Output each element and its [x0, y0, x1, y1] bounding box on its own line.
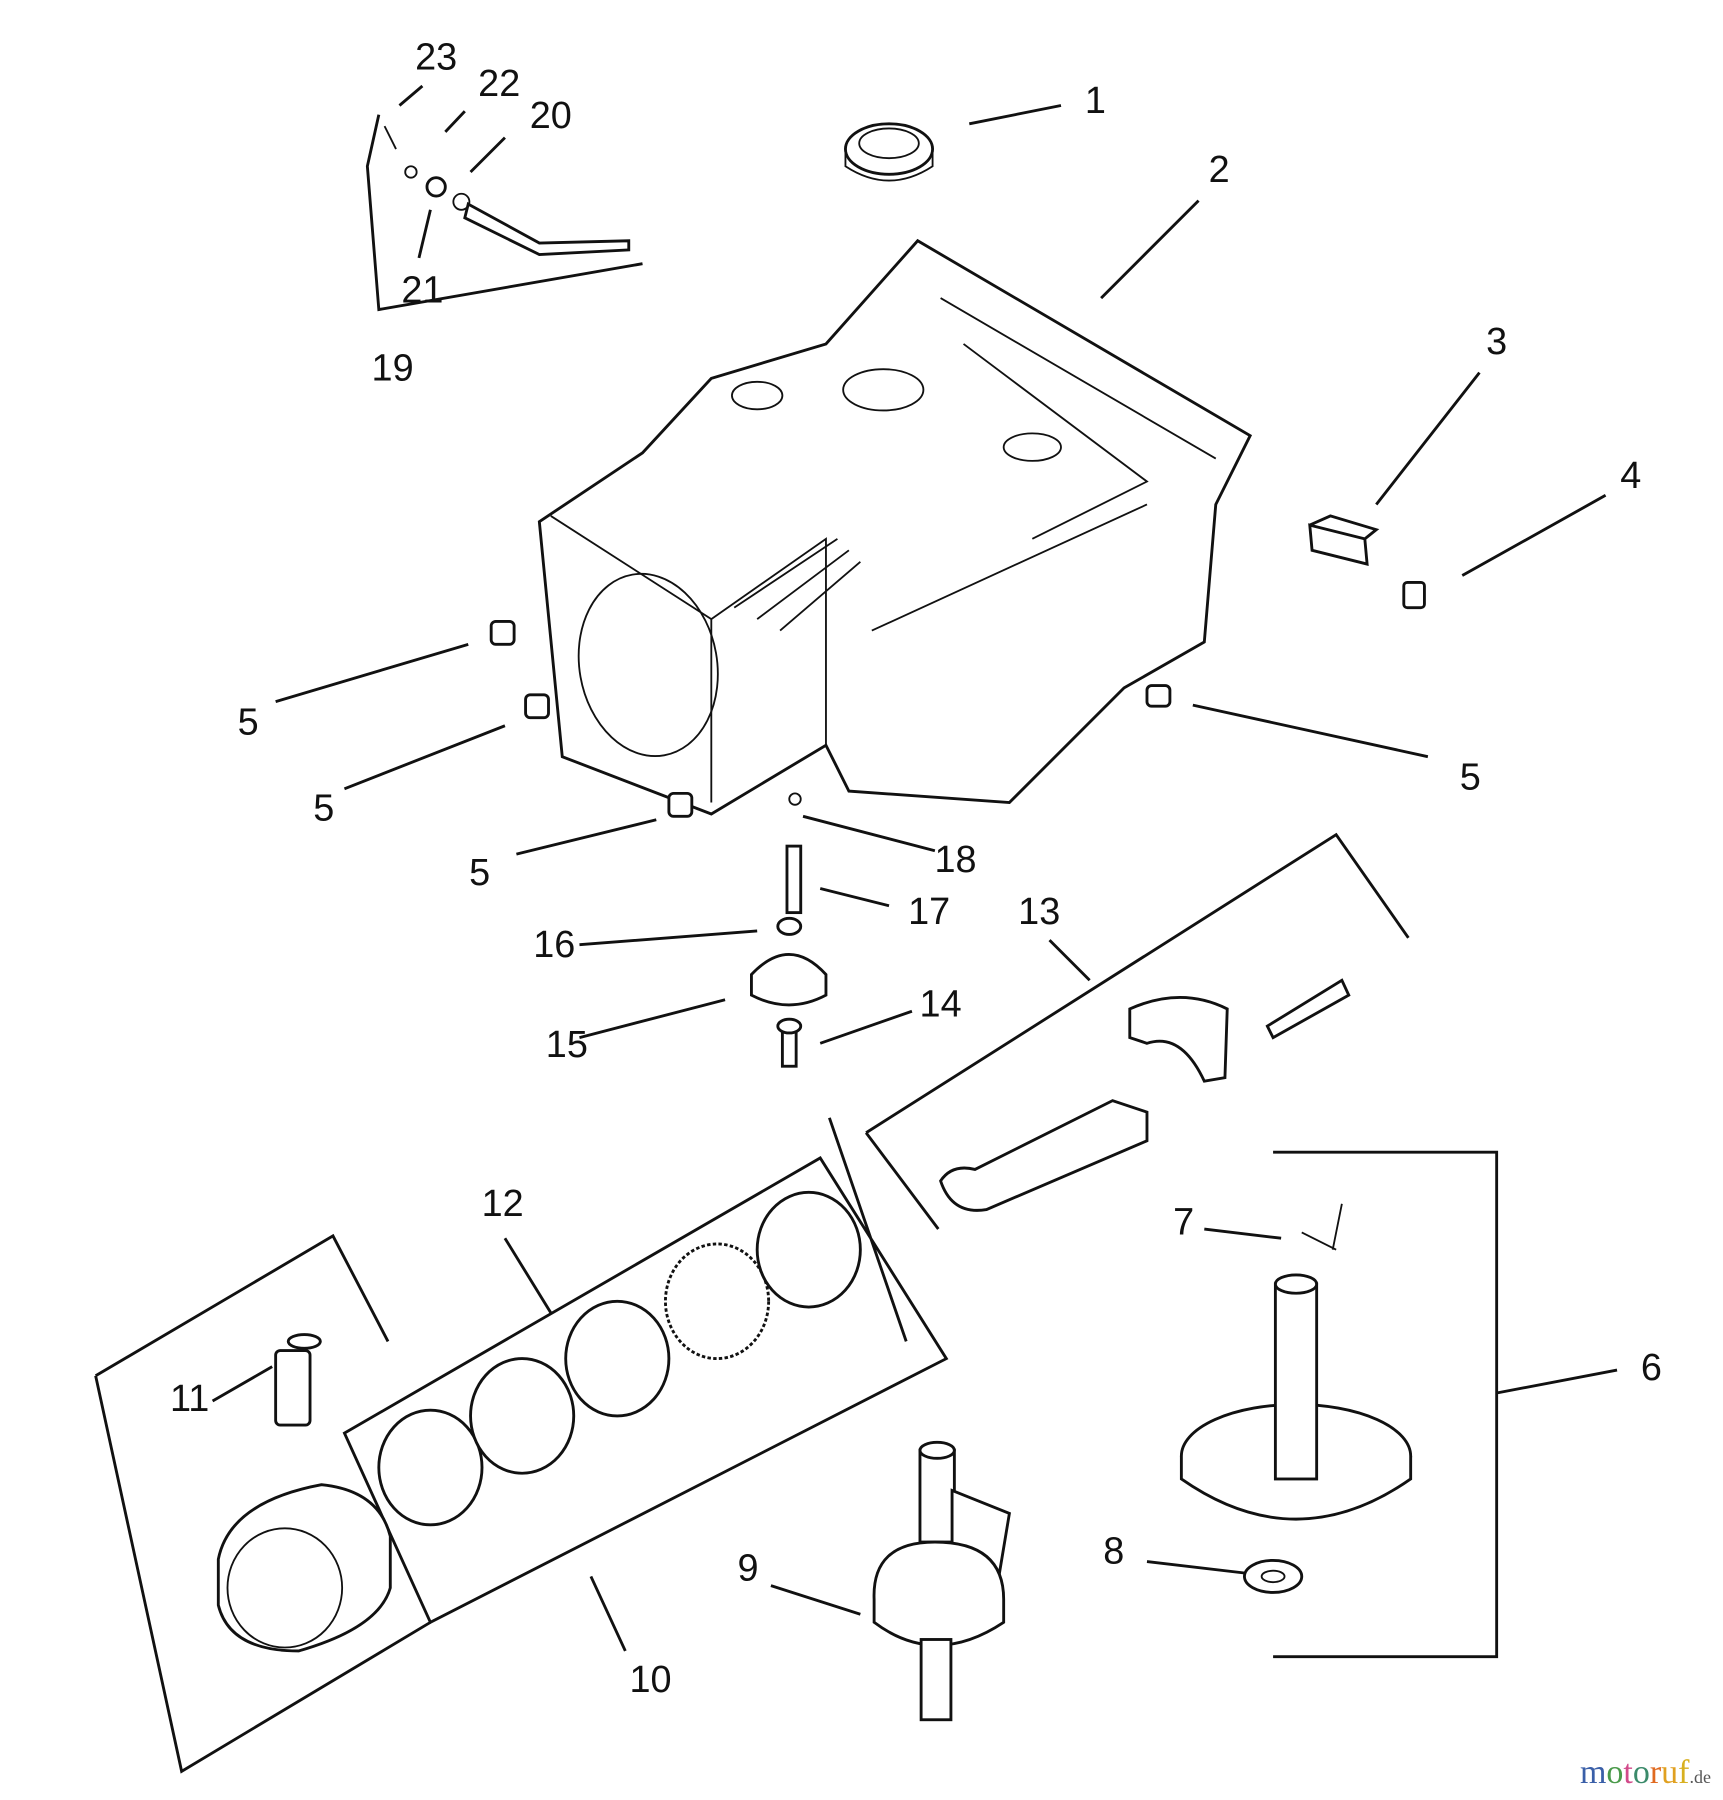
- callout-5: 5: [238, 702, 259, 744]
- callout-5: 5: [1460, 757, 1481, 799]
- camshaft-group: [1179, 1150, 1618, 1659]
- callout-labels: 23 22 20 21 19 1 2 3 4 5 5 5 5 18 17 16 …: [170, 37, 1662, 1701]
- connecting-rod-group: [864, 832, 1410, 1230]
- callout-8: 8: [1103, 1531, 1124, 1573]
- screw: [1402, 580, 1426, 610]
- callout-17: 17: [908, 891, 950, 933]
- callout-21: 21: [401, 269, 443, 311]
- callout-5: 5: [469, 852, 490, 894]
- callout-22: 22: [478, 63, 520, 105]
- callout-13: 13: [1018, 891, 1060, 933]
- callout-11: 11: [170, 1378, 209, 1420]
- piston-ring-set: [342, 1117, 949, 1625]
- callout-15: 15: [546, 1024, 588, 1066]
- callout-19: 19: [372, 347, 414, 389]
- callout-20: 20: [530, 95, 572, 137]
- callout-6: 6: [1641, 1347, 1662, 1389]
- callout-5: 5: [313, 788, 334, 830]
- callout-2: 2: [1209, 149, 1230, 191]
- oil-seal: [844, 122, 935, 182]
- piston-group: [94, 1233, 432, 1774]
- callout-12: 12: [482, 1183, 524, 1225]
- callout-14: 14: [920, 984, 962, 1026]
- callout-1: 1: [1085, 80, 1106, 122]
- callout-7: 7: [1173, 1201, 1194, 1243]
- callout-16: 16: [533, 924, 575, 966]
- dowel-pins: [489, 619, 1172, 818]
- crankshaft: [872, 1440, 1012, 1722]
- bracket: [1308, 514, 1380, 566]
- crankcase-cylinder-block: [537, 238, 1253, 816]
- callout-10: 10: [630, 1659, 672, 1701]
- callout-4: 4: [1620, 455, 1641, 497]
- callout-18: 18: [934, 839, 976, 881]
- governor-linkage-group: [365, 114, 643, 312]
- watermark-logo: motoruf.de: [1579, 1754, 1711, 1791]
- governor-gear-assembly: [750, 792, 828, 1068]
- callout-23: 23: [415, 37, 457, 79]
- callout-3: 3: [1486, 321, 1507, 363]
- leader-lines: [211, 84, 1607, 1652]
- callout-9: 9: [737, 1548, 758, 1590]
